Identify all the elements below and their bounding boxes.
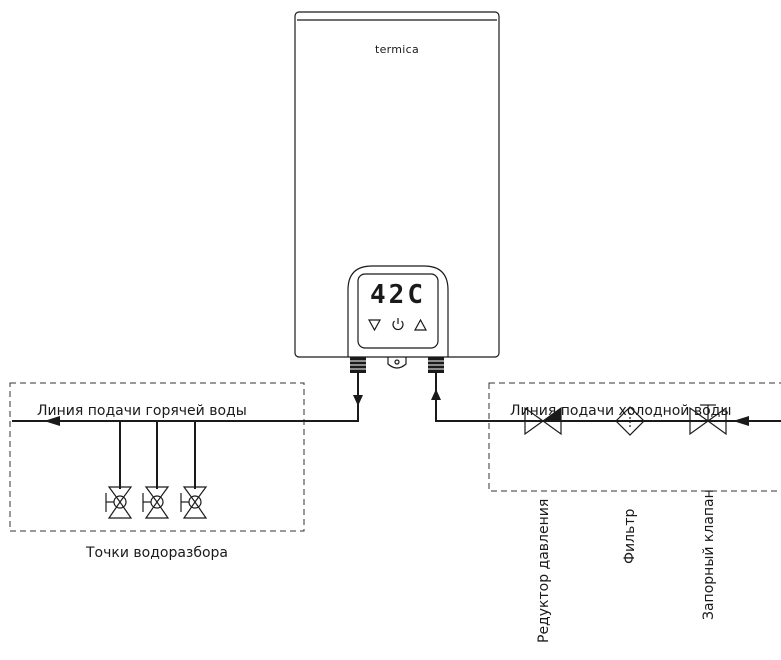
temperature-display: 42C: [370, 280, 426, 310]
cold-line-zone: [488, 382, 781, 492]
control-panel-housing: [347, 265, 449, 357]
brand-logo: termica: [375, 43, 419, 56]
water-heater: termica 42C: [294, 11, 500, 373]
pressure-reducer-symbol: [524, 406, 562, 436]
arrow-up-icon: [431, 389, 441, 400]
cold-line-label: Линия подачи холодной воды: [510, 403, 731, 419]
power-button[interactable]: [392, 318, 404, 331]
triangle-down-icon: [367, 319, 382, 332]
power-icon: [392, 318, 404, 331]
tap-valve: [180, 421, 208, 519]
arrow-left-icon: [44, 416, 60, 426]
filter-label: Фильтр: [622, 508, 638, 564]
arrow-left-icon: [733, 416, 749, 426]
hot-water-line: Линия подачи горячей воды: [9, 373, 363, 561]
hot-outlet-fitting: [350, 357, 366, 373]
tap-points-label: Точки водоразбора: [85, 545, 228, 561]
temp-up-button[interactable]: [413, 318, 428, 331]
hot-line-label: Линия подачи горячей воды: [37, 403, 247, 419]
hot-line-zone: [9, 382, 305, 532]
shutoff-valve-label: Запорный клапан: [701, 489, 717, 620]
tap-valve: [105, 421, 133, 519]
shutoff-valve-symbol: [689, 404, 727, 436]
mount-hook: [387, 357, 407, 369]
pressure-reducer-label: Редуктор давления: [536, 499, 552, 643]
control-panel: [357, 273, 439, 349]
cold-inlet-fitting: [428, 357, 444, 373]
arrow-down-icon: [353, 395, 363, 406]
temp-down-button[interactable]: [367, 319, 382, 332]
hot-pipe: [12, 373, 359, 422]
cold-water-line: Линия подачи холодной воды Редуктор давл…: [431, 373, 781, 643]
tap-valve: [142, 421, 170, 519]
triangle-up-icon: [413, 318, 428, 331]
filter-symbol: [615, 406, 645, 436]
heater-body: [294, 11, 500, 358]
